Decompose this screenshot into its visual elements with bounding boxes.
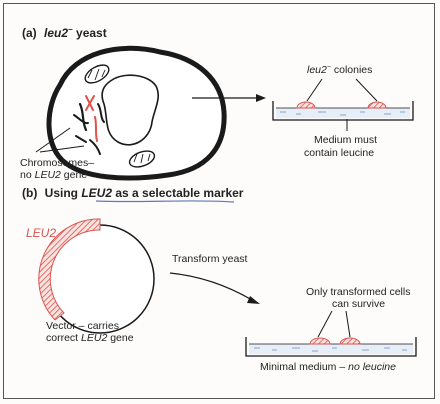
minimal-medium-label: Minimal medium – no leucine [260,361,396,373]
survive-pointer-lines [317,310,351,338]
arrow-to-dish-a [192,94,266,102]
mitochondrion-top [84,64,110,84]
survive-label-line2: can survive [332,298,385,310]
panel-b-title: (b) Using LEU2 as a selectable marker [22,186,244,200]
chromosome-label-line2: no LEU2 gene [20,169,87,181]
transform-label: Transform yeast [172,253,248,265]
medium-label-line1: Medium must [314,134,377,146]
petri-dish-a [272,101,414,121]
medium-label-line2: contain leucine [304,147,374,159]
chromosomes [73,95,105,155]
colony-b-right [339,337,361,345]
colony-pointer-lines [306,78,378,102]
panel-a-title: (a) leu2− yeast [22,25,107,40]
colony-b-left [309,337,331,345]
title-underline [95,200,235,203]
nucleus [101,74,159,146]
colony-a-right [367,101,387,109]
leu2-gene-label: LEU2 [26,226,56,240]
chromosome-label-line1: Chromosomes– [20,157,94,169]
colonies-label: leu2− colonies [307,64,372,76]
vector-label-line1: Vector – carries [46,320,119,332]
colony-a-left [296,101,316,109]
petri-dish-b [245,337,417,357]
leu2-gene-segment [38,218,101,321]
chromosome-pointer-lines [35,127,85,153]
survive-label-line1: Only transformed cells [306,286,410,298]
arrow-to-dish-b [169,272,260,304]
mitochondrion-bottom [128,150,156,168]
figure-frame [3,3,435,399]
vector-label-line2: correct LEU2 gene [46,332,134,344]
